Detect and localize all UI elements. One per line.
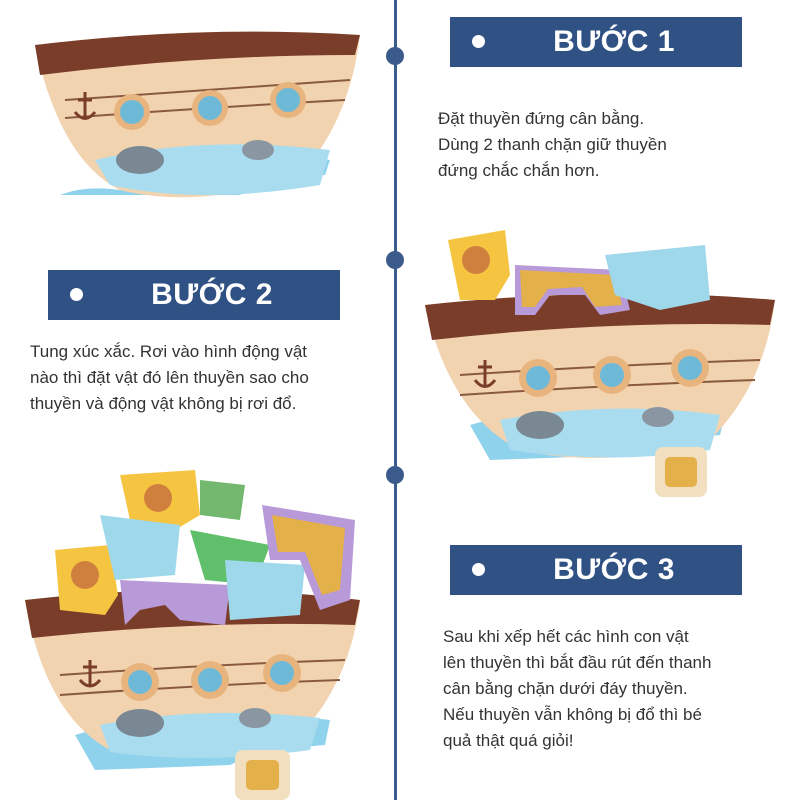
boat-illustration-3 [25,470,360,800]
anchor-icon [73,92,97,120]
whale-icon [116,146,164,174]
shark-icon [642,407,674,427]
step-1-text: Đặt thuyền đứng cân bằng. Dùng 2 thanh c… [438,109,667,180]
step-3-banner: BƯỚC 3 [450,545,742,595]
boat-illustration-1 [35,31,360,198]
step-2-text: Tung xúc xắc. Rơi vào hình động vật nào … [30,342,309,413]
shark-icon [239,708,271,728]
dice-icon [235,750,290,800]
step-2-banner: BƯỚC 2 [48,270,340,320]
shark-icon [242,140,274,160]
whale-icon [116,709,164,737]
timeline-dot [386,466,404,484]
timeline-line [394,0,397,800]
anchor-icon [473,360,497,388]
anchor-icon [78,660,102,688]
bullet-icon [70,288,83,301]
dice-icon [655,447,707,497]
step-2-title: BƯỚC 2 [151,278,273,311]
whale-icon [516,411,564,439]
timeline-dot [386,251,404,269]
step-3-title: BƯỚC 3 [553,553,675,586]
timeline-dot [386,47,404,65]
bullet-icon [472,563,485,576]
boat-illustration-2 [425,230,775,497]
step-1-banner: BƯỚC 1 [450,17,742,67]
bullet-icon [472,35,485,48]
step-3-text: Sau khi xếp hết các hình con vật lên thu… [443,627,712,750]
step-1-title: BƯỚC 1 [553,25,675,58]
